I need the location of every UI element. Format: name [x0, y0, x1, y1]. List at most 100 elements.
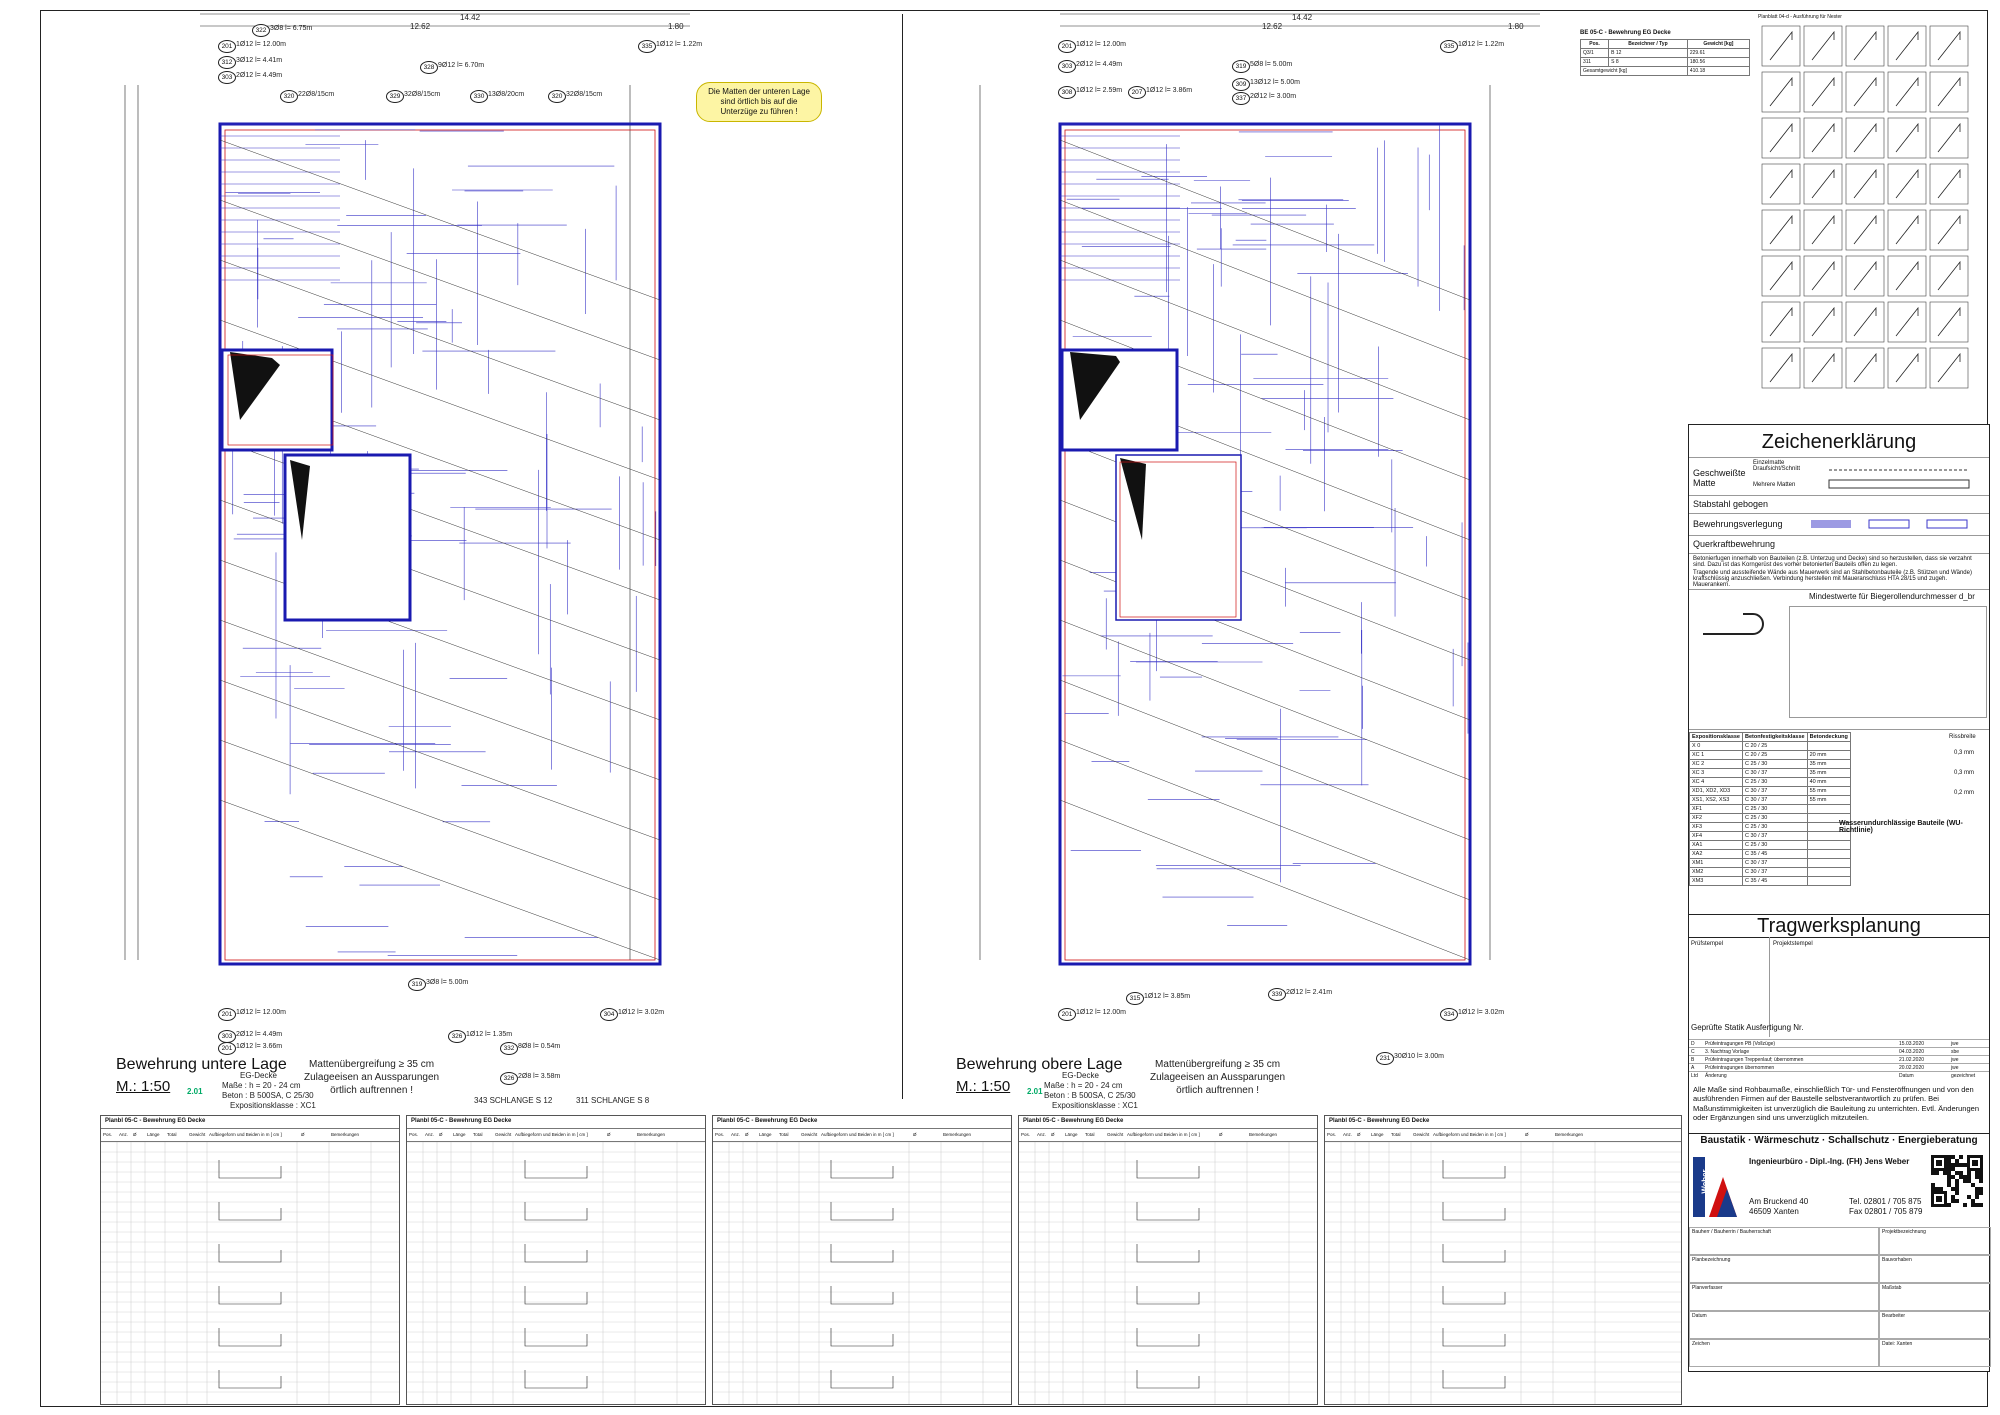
cell: XC 3 [1689, 768, 1743, 778]
legend-note: Tragende und aussteifende Wände aus Maue… [1693, 570, 1972, 588]
col-header: Betondeckung [1806, 732, 1851, 742]
riss-value: 0,2 mm [1954, 790, 1975, 796]
schedule-col-header: Ø [1357, 1132, 1361, 1137]
banner: Baustatik · Wärmeschutz · Schallschutz ·… [1700, 1135, 1978, 1146]
cell: C 30 / 37 [1742, 786, 1808, 796]
schedule-title: Planbl 05-C - Bewehrung EG Decke [1329, 1118, 1430, 1124]
revision-by: gezeichnet [1951, 1073, 1976, 1079]
cell: 40 mm [1806, 777, 1851, 787]
bar-label: 2Ø8 l= 3.58m [518, 1073, 561, 1080]
revision-date: Datum [1899, 1073, 1914, 1079]
pos-bubble: 332 [500, 1042, 518, 1055]
cell: 229.61 [1686, 48, 1751, 58]
title-field: Planverfasser [1689, 1283, 1879, 1311]
cell: C 35 / 45 [1742, 876, 1808, 886]
overlap-line: Zulageeisen an Aussparungen [304, 1072, 440, 1083]
schedule-col-header: Pos. [1021, 1132, 1031, 1137]
pos-bubble: 201 [1058, 40, 1076, 53]
cell: C 25 / 30 [1742, 777, 1808, 787]
schedule-col-header: Länge [1371, 1132, 1384, 1137]
schedule-col-header: Aufbiegeform und Beiden in m [ cm ] [209, 1132, 282, 1137]
bar-label: 2Ø12 l= 4.49m [236, 1031, 283, 1038]
bar-label: 1Ø12 l= 3.86m [1146, 87, 1193, 94]
plan-pos: 2.01 [1027, 1087, 1043, 1096]
pos-bubble: 329 [386, 90, 404, 103]
bar-label: 1Ø12 l= 1.22m [656, 41, 703, 48]
info-line: Maße : h = 20 - 24 cm [1044, 1081, 1123, 1090]
address-line: 46509 Xanten [1749, 1207, 1799, 1216]
statik-label: Geprüfte Statik Ausfertigung Nr. [1691, 1023, 1804, 1032]
cell: XC 1 [1689, 750, 1743, 760]
cell: XF2 [1689, 813, 1743, 823]
cell: C 25 / 30 [1742, 822, 1808, 832]
disclaimer: Alle Maße sind Rohbaumaße, einschließlic… [1693, 1085, 1979, 1123]
cell: XD1, XD2, XD3 [1689, 786, 1743, 796]
total-value: 410.18 [1686, 66, 1751, 76]
bar-label: 13Ø12 l= 5.00m [1250, 79, 1301, 86]
cell: 180.56 [1686, 57, 1751, 67]
schedule-rows [1325, 1142, 1681, 1404]
cell: XA1 [1689, 840, 1743, 850]
revision-by: jwe [1951, 1041, 1959, 1047]
schedule-title: Planbl 05-C - Bewehrung EG Decke [105, 1118, 206, 1124]
schedule-col-header: Anz. [1343, 1132, 1353, 1137]
pos-bubble: 201 [218, 1042, 236, 1055]
legend-label: Geschweißte Matte [1693, 468, 1746, 488]
legend-row: Bewehrungsverlegung [1689, 513, 1989, 536]
cell: XC 4 [1689, 777, 1743, 787]
cell: XM1 [1689, 858, 1743, 868]
dim-top-total: 14.42 [460, 13, 481, 22]
pos-bubble: 339 [1268, 988, 1286, 1001]
bend-diameter-table: Mindestwerte für Biegerollendurchmesser … [1689, 589, 1989, 730]
overlap-line: Zulageeisen an Aussparungen [1150, 1072, 1286, 1083]
legend-row: Geschweißte Matte Einzelmatte Draufsicht… [1689, 457, 1989, 496]
thumb-header: Planblatt 04-d - Ausführung für Nester [1758, 14, 1842, 20]
schedule-col-header: Total [779, 1132, 789, 1137]
revision-text: Prüfeintragungen übernommen [1705, 1065, 1775, 1071]
legend-row: Stabstahl gebogen [1689, 495, 1989, 514]
right-plan-drawing [979, 13, 1540, 966]
legend-sub: Mehrere Matten [1753, 482, 1796, 488]
bar-label: 3Ø8 l= 6.75m [270, 25, 313, 32]
cell: XA2 [1689, 849, 1743, 859]
cell: 20 mm [1806, 750, 1851, 760]
legend-sub: Einzelmatte Draufsicht/Schnitt [1753, 460, 1801, 472]
legend-label: Querkraftbewehrung [1693, 539, 1776, 549]
title-field: Datei: Xanten [1879, 1339, 1991, 1367]
revision-by: jwe [1951, 1057, 1959, 1063]
pos-bubble: 201 [218, 1008, 236, 1021]
bar-label: 1Ø12 l= 12.00m [1076, 41, 1127, 48]
overlap-line: örtlich auftrennen ! [330, 1085, 413, 1096]
address-line: Am Bruckend 40 [1749, 1197, 1809, 1206]
revision-by: sbe [1951, 1049, 1960, 1055]
bar-label: 1Ø12 l= 3.02m [618, 1009, 665, 1016]
total-label: Gesamtgewicht [kg] [1580, 66, 1688, 76]
schlange-label: 343 SCHLANGE S 12 [474, 1096, 553, 1105]
dim-top-main: 12.62 [410, 22, 431, 31]
title-field: Bauvorhaben [1879, 1255, 1991, 1283]
schedule-col-header: Länge [759, 1132, 772, 1137]
schedule-rows [1019, 1142, 1317, 1404]
qr-code-icon [1931, 1155, 1983, 1207]
revision-idx: Ltd [1691, 1073, 1698, 1079]
schedule-rows [407, 1142, 705, 1404]
phone: Tel. 02801 / 705 875 [1849, 1197, 1922, 1206]
schedule-col-header: Pos. [715, 1132, 725, 1137]
schedule-col-header: Gewicht [1107, 1132, 1124, 1137]
bar-label: 1Ø12 l= 12.00m [1076, 1009, 1127, 1016]
plan-info: EG-Decke Maße : h = 20 - 24 cm Beton : B… [1044, 1071, 1138, 1111]
schedule-col-header: Aufbiegeform und Beiden in m [ cm ] [821, 1132, 894, 1137]
